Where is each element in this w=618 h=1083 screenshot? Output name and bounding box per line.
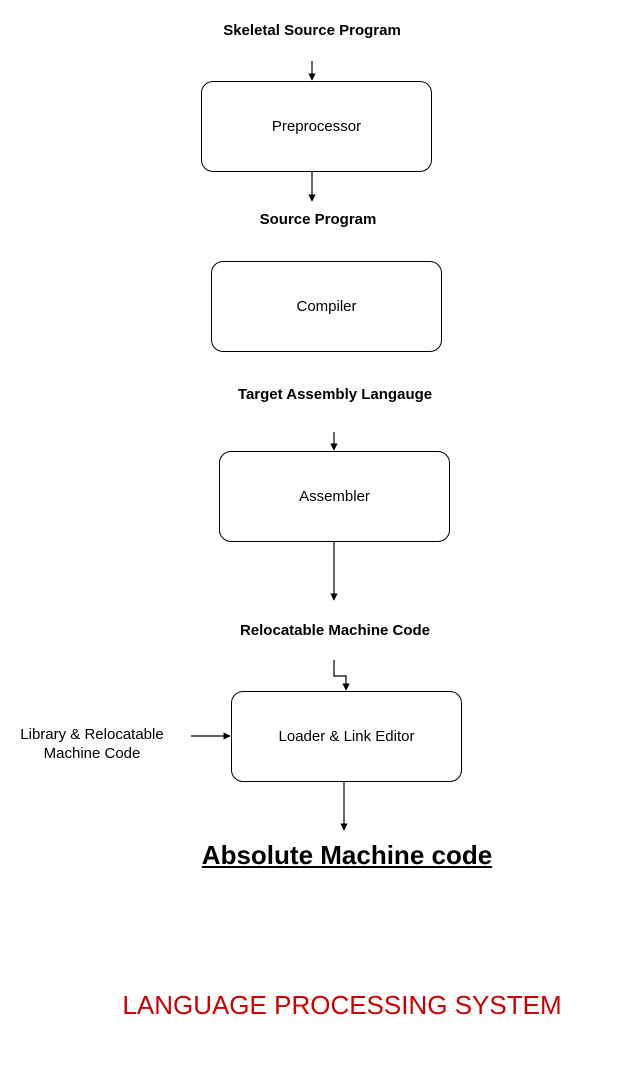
box-compiler: Compiler bbox=[211, 261, 442, 352]
label-target-assembly-language: Target Assembly Langauge bbox=[237, 386, 433, 403]
box-assembler: Assembler bbox=[219, 451, 450, 542]
box-compiler-label: Compiler bbox=[296, 298, 357, 315]
box-preprocessor: Preprocessor bbox=[201, 81, 432, 172]
box-loader-label: Loader & Link Editor bbox=[278, 728, 415, 745]
box-loader-link-editor: Loader & Link Editor bbox=[231, 691, 462, 782]
arrow-relocatable-to-loader bbox=[333, 660, 350, 691]
label-relocatable-machine-code: Relocatable Machine Code bbox=[239, 622, 431, 639]
label-skeletal-source-program: Skeletal Source Program bbox=[223, 22, 401, 39]
label-absolute-machine-code: Absolute Machine code bbox=[201, 840, 493, 870]
label-source-program: Source Program bbox=[259, 211, 377, 228]
box-assembler-label: Assembler bbox=[299, 488, 370, 505]
label-library-line2: Machine Code bbox=[43, 745, 141, 762]
box-preprocessor-label: Preprocessor bbox=[271, 118, 362, 135]
label-library-line1: Library & Relocatable bbox=[20, 726, 164, 743]
label-library-relocatable: Library & Relocatable Machine Code bbox=[20, 725, 163, 763]
footer-title: LANGUAGE PROCESSING SYSTEM bbox=[122, 990, 562, 1020]
